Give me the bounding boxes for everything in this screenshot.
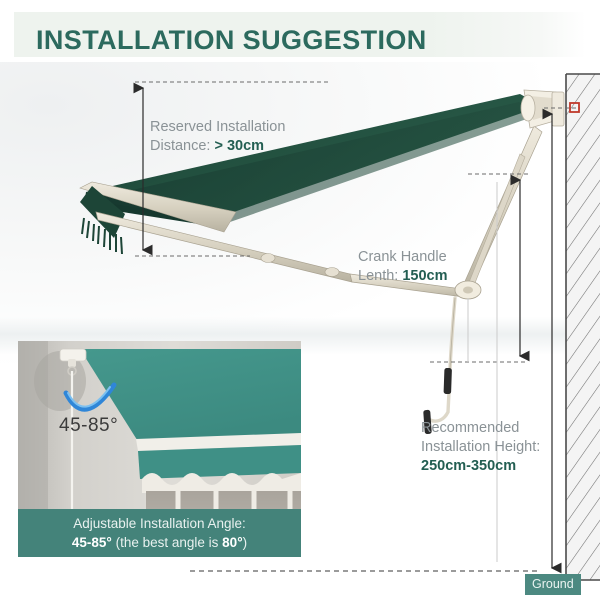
dimension-installation-height [542, 102, 580, 574]
caption-best-angle: 80° [222, 535, 243, 550]
annotation-installation-height: Recommended Installation Height: 250cm-3… [421, 419, 540, 476]
crank-line-1: Crank Handle [358, 249, 447, 265]
angle-arc-indicator [63, 382, 117, 412]
wall-attachment-marker [569, 102, 580, 113]
ground-label: Ground [525, 574, 581, 595]
dimension-reserved-distance [133, 81, 330, 257]
retractable-awning [79, 89, 565, 435]
caption-end-text: ) [242, 535, 248, 550]
height-line-2: Installation Height: [421, 439, 541, 455]
caption-line-1: Adjustable Installation Angle: [73, 516, 246, 531]
photo-wall-bracket [59, 348, 87, 376]
caption-angle-range: 45-85° [71, 535, 112, 550]
height-value: 250cm-350cm [421, 458, 517, 474]
wall-hatched [565, 73, 600, 581]
page-title: INSTALLATION SUGGESTION [36, 25, 427, 55]
annotation-crank-handle: Crank Handle Lenth: 150cm [358, 248, 448, 286]
angle-value-label: 45-85° [59, 415, 119, 436]
height-line-1: Recommended [421, 420, 520, 436]
annotation-reserved-distance: Reserved Installation Distance: > 30cm [150, 118, 285, 156]
reserved-line-1: Reserved Installation [150, 119, 286, 135]
crank-handle [423, 296, 457, 435]
reserved-line-2-prefix: Distance: [150, 138, 215, 154]
crank-value: 150cm [402, 268, 448, 284]
crank-line-2-prefix: Lenth: [358, 268, 403, 284]
wall-bracket [520, 89, 565, 129]
diagram-stage: Reserved Installation Distance: > 30cm C… [0, 62, 600, 600]
elbow-joint [454, 280, 482, 300]
dimension-crank-length [430, 173, 530, 562]
angle-photo-inset: Adjustable Installation Angle: 45-85° (t… [18, 341, 301, 557]
caption-mid-text: (the best angle is [111, 535, 223, 550]
title-band: INSTALLATION SUGGESTION [14, 12, 586, 57]
diagram-vector-layer [79, 73, 600, 581]
caption-line-2: 45-85° (the best angle is 80°) [18, 533, 301, 552]
photo-caption: Adjustable Installation Angle: 45-85° (t… [18, 509, 301, 557]
reserved-value: > 30cm [214, 138, 265, 154]
